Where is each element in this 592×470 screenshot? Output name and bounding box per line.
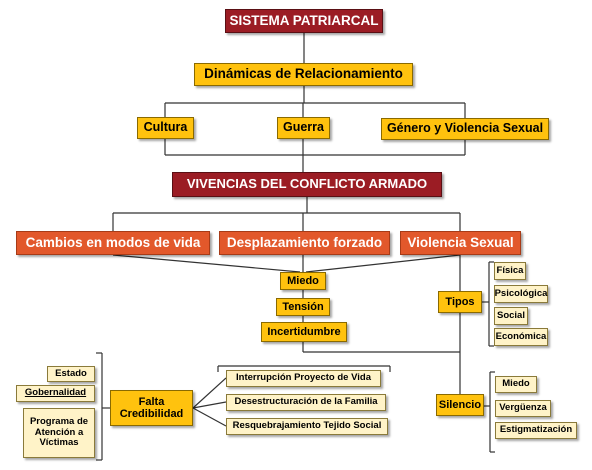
impact-cambios-box: Cambios en modos de vida bbox=[16, 231, 210, 255]
title-text: SISTEMA PATRIARCAL bbox=[229, 12, 379, 28]
cred-estado-box: Estado bbox=[47, 366, 95, 382]
title-box: SISTEMA PATRIARCAL bbox=[225, 9, 383, 33]
type-economica-box: Económica bbox=[494, 328, 548, 346]
effect-miedo-box: Miedo bbox=[280, 272, 326, 290]
cred-resquebrajamiento-text: Resquebrajamiento Tejido Social bbox=[232, 420, 382, 432]
type-economica-text: Económica bbox=[495, 330, 547, 342]
cred-desestructuracion-box: Desestructuración de la Familia bbox=[226, 394, 386, 411]
cred-desestructuracion-text: Desestructuración de la Familia bbox=[234, 396, 378, 408]
credibility-box: Falta Credibilidad bbox=[110, 390, 193, 426]
type-psicologica-text: Psicológica bbox=[494, 287, 548, 299]
impact-desplazamiento-box: Desplazamiento forzado bbox=[219, 231, 390, 255]
cred-gobernalidad-text: Gobernalidad bbox=[24, 387, 87, 399]
cred-gobernalidad-box: Gobernalidad bbox=[16, 385, 95, 402]
type-fisica-box: Física bbox=[494, 262, 526, 280]
effect-miedo-text: Miedo bbox=[287, 274, 319, 287]
type-fisica-text: Física bbox=[496, 264, 524, 276]
cred-resquebrajamiento-box: Resquebrajamiento Tejido Social bbox=[226, 418, 388, 435]
factor-genero-text: Género y Violencia Sexual bbox=[386, 121, 544, 136]
credibility-text: Falta Credibilidad bbox=[119, 395, 184, 420]
impact-violencia-box: Violencia Sexual bbox=[400, 231, 521, 255]
impact-violencia-text: Violencia Sexual bbox=[407, 234, 514, 250]
silence-verguenza-box: Vergüenza bbox=[495, 400, 551, 417]
factor-cultura-text: Cultura bbox=[143, 120, 188, 135]
experiences-text: VIVENCIAS DEL CONFLICTO ARMADO bbox=[186, 176, 428, 192]
cred-programa-text: Programa de Atención a Víctimas bbox=[29, 416, 89, 449]
factor-guerra-text: Guerra bbox=[283, 120, 324, 135]
effect-tension-text: Tensión bbox=[282, 300, 324, 313]
silence-verguenza-text: Vergüenza bbox=[499, 402, 547, 414]
silence-miedo-box: Miedo bbox=[495, 376, 537, 393]
impact-desplazamiento-text: Desplazamiento forzado bbox=[226, 234, 383, 250]
types-text: Tipos bbox=[445, 295, 475, 308]
cred-estado-text: Estado bbox=[55, 367, 87, 379]
silence-miedo-text: Miedo bbox=[502, 378, 530, 390]
cred-programa-box: Programa de Atención a Víctimas bbox=[23, 408, 95, 458]
silence-estigmatizacion-text: Estigmatización bbox=[499, 424, 573, 436]
silence-estigmatizacion-box: Estigmatización bbox=[495, 422, 577, 439]
dynamics-box: Dinámicas de Relacionamiento bbox=[194, 63, 413, 86]
factor-genero-box: Género y Violencia Sexual bbox=[381, 118, 549, 140]
types-box: Tipos bbox=[438, 291, 482, 313]
effect-tension-box: Tensión bbox=[276, 298, 330, 316]
silence-text: Silencio bbox=[438, 398, 482, 411]
cred-interrupcion-box: Interrupción Proyecto de Vida bbox=[226, 370, 381, 387]
silence-box: Silencio bbox=[436, 394, 484, 416]
cred-interrupcion-text: Interrupción Proyecto de Vida bbox=[236, 372, 371, 384]
type-social-text: Social bbox=[497, 309, 525, 321]
type-psicologica-box: Psicológica bbox=[494, 285, 548, 303]
factor-guerra-box: Guerra bbox=[277, 117, 330, 139]
factor-cultura-box: Cultura bbox=[137, 117, 194, 139]
impact-cambios-text: Cambios en modos de vida bbox=[25, 234, 201, 250]
dynamics-text: Dinámicas de Relacionamiento bbox=[204, 66, 403, 82]
effect-incertidumbre-box: Incertidumbre bbox=[261, 322, 347, 342]
effect-incertidumbre-text: Incertidumbre bbox=[267, 325, 341, 338]
experiences-box: VIVENCIAS DEL CONFLICTO ARMADO bbox=[172, 172, 442, 197]
type-social-box: Social bbox=[494, 307, 528, 325]
